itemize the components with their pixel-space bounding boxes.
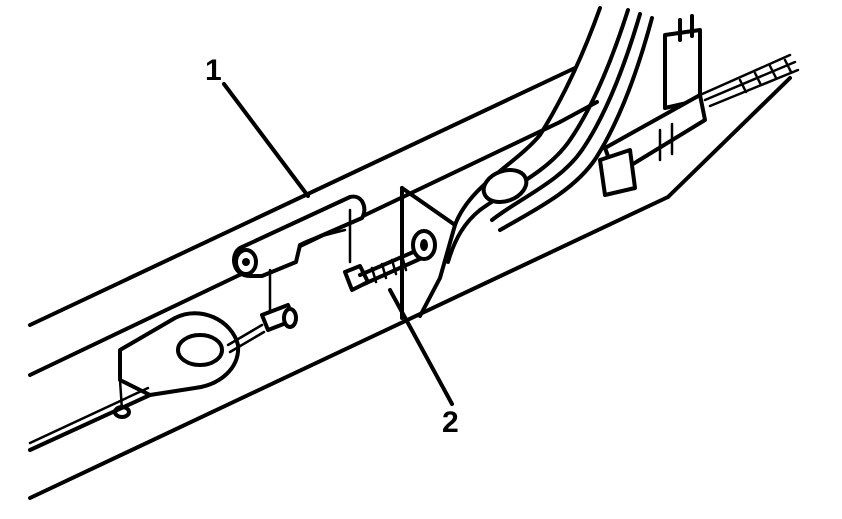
cable-upper <box>698 53 800 108</box>
lower-cable-bracket <box>113 303 298 419</box>
cable-lower <box>28 323 266 452</box>
bolt-part-2 <box>343 229 437 292</box>
oval-hole <box>481 168 529 204</box>
leader-line-1 <box>222 82 310 198</box>
callout-label-2: 2 <box>442 406 459 439</box>
frame-rail <box>28 66 792 500</box>
leader-line-2 <box>388 288 454 406</box>
callout-label-1: 1 <box>205 54 222 87</box>
mounting-plate <box>400 186 457 320</box>
cable-guide-clip <box>598 14 707 197</box>
cable-connector-part-1 <box>232 194 367 314</box>
curved-frame-member <box>446 6 654 264</box>
